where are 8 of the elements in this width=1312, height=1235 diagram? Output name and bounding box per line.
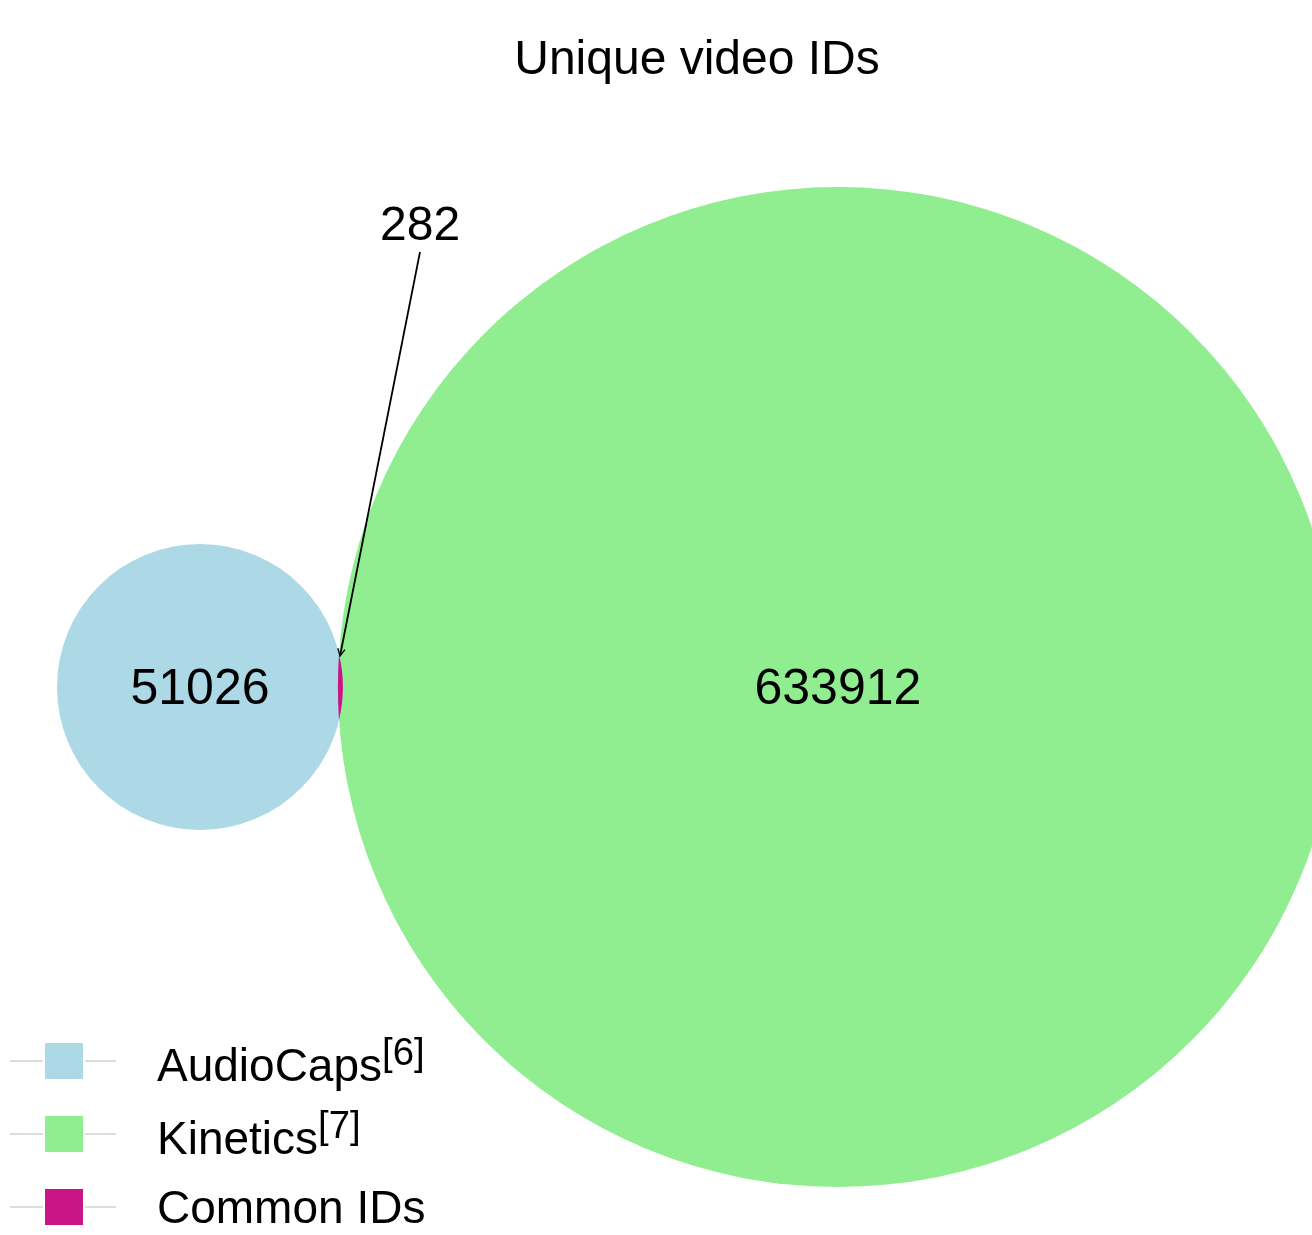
legend-label: AudioCaps$^{[6]}$ [157,1030,425,1093]
count-label: 633912 [754,658,922,716]
legend-label: Common IDs [157,1180,426,1234]
count-label: 51026 [130,658,270,716]
callout-number: 282 [380,195,461,251]
chart-title: Unique video IDs [513,30,881,85]
leader-line [337,251,421,657]
legend-label: Kinetics$^{[7]}$ [157,1103,361,1166]
